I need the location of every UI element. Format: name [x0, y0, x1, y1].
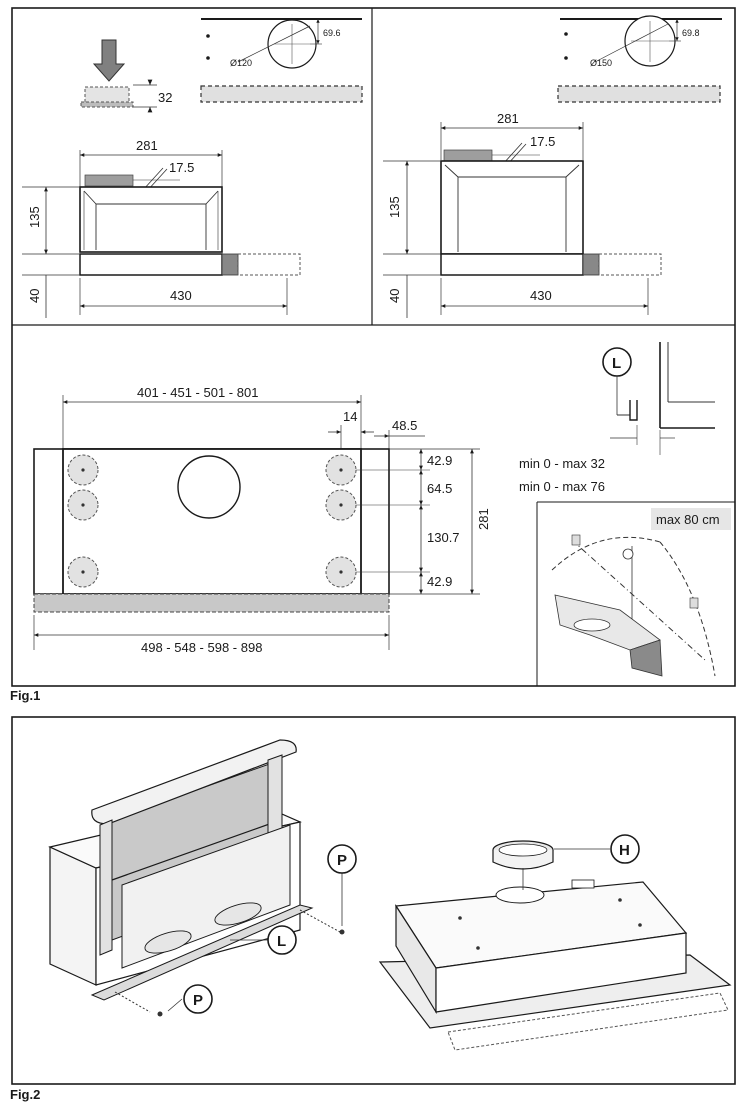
fig2-frame — [11, 716, 736, 1085]
dim-plan-row2: 64.5 — [427, 481, 452, 496]
dim-plan-side: 48.5 — [392, 418, 417, 433]
plan-view — [33, 395, 480, 650]
dim-hole-150-offset: 69.8 — [682, 28, 700, 38]
tilt-max-label: max 80 cm — [656, 512, 720, 527]
hood-assembly-right — [378, 834, 732, 1051]
dim-left-height-main: 135 — [27, 206, 42, 228]
detail-l-label: L — [612, 355, 621, 372]
fig1-caption: Fig.1 — [10, 688, 40, 703]
dim-hole-120-diameter: Ø120 — [230, 58, 252, 68]
dim-left-height-base: 40 — [27, 289, 42, 303]
dim-plan-row1: 42.9 — [427, 453, 452, 468]
fig2-caption: Fig.2 — [10, 1087, 40, 1102]
hole-plan-150 — [557, 15, 722, 103]
callout-p-bottom: P — [193, 992, 203, 1009]
dim-right-base-width: 430 — [530, 288, 552, 303]
dim-push-depth: 32 — [158, 90, 172, 105]
dim-right-width: 281 — [497, 111, 519, 126]
dim-plan-depth: 281 — [476, 508, 491, 530]
dim-plan-outer-widths: 498 - 548 - 598 - 898 — [141, 640, 262, 655]
detail-l-range-1: min 0 - max 32 — [519, 456, 605, 471]
hood-assembly-left — [48, 739, 357, 1017]
detail-l — [602, 342, 715, 455]
dim-plan-inner-widths: 401 - 451 - 501 - 801 — [137, 385, 258, 400]
detail-l-range-2: min 0 - max 76 — [519, 479, 605, 494]
callout-h: H — [619, 842, 630, 859]
dim-right-height-main: 135 — [387, 196, 402, 218]
dim-left-base-width: 430 — [170, 288, 192, 303]
hole-plan-120 — [200, 18, 363, 103]
dim-plan-row3: 130.7 — [427, 530, 460, 545]
callout-l: L — [277, 933, 286, 950]
dim-right-offset: 17.5 — [530, 134, 555, 149]
side-elevation-left — [22, 150, 301, 318]
dim-left-width: 281 — [136, 138, 158, 153]
callout-p-top: P — [337, 852, 347, 869]
side-elevation-right — [383, 122, 662, 318]
dim-left-offset: 17.5 — [169, 160, 194, 175]
cutout-push-diagram — [80, 39, 157, 113]
dim-right-height-base: 40 — [387, 289, 402, 303]
dim-hole-150-diameter: Ø150 — [590, 58, 612, 68]
tilt-diagram — [551, 508, 731, 677]
dim-hole-120-offset: 69.6 — [323, 28, 341, 38]
dim-plan-hole-inset: 14 — [343, 409, 357, 424]
fig1-frame — [11, 7, 736, 687]
dim-plan-row4: 42.9 — [427, 574, 452, 589]
